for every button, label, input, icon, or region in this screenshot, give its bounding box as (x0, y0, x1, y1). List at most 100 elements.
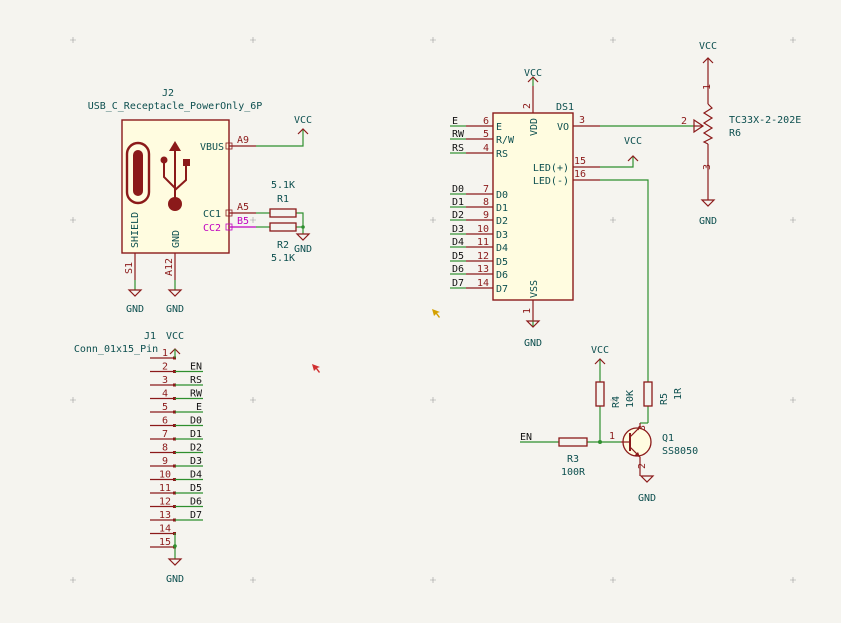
ds1-pin-ledp-name: LED(+) (533, 163, 569, 174)
j1-pin-num: 6 (162, 416, 168, 427)
r6-pin2-num: 2 (681, 116, 687, 127)
ds1-pin-name: D7 (496, 284, 508, 295)
ds1-pin-name: E (496, 122, 502, 133)
svg-text:VCC: VCC (294, 115, 312, 126)
ds1-pin-ledm-num: 16 (574, 169, 586, 180)
en-net-label: EN (520, 432, 532, 443)
vcc-symbol-j1: VCC (166, 331, 184, 358)
gnd-symbol-r6: GND (699, 199, 717, 227)
j2-pin-shield-name: SHIELD (130, 212, 141, 248)
gnd-symbol-j1: GND (166, 533, 184, 585)
j1-pin-num: 15 (159, 537, 171, 548)
j1-net-label: D3 (190, 456, 202, 467)
svg-text:GND: GND (524, 338, 542, 349)
r3-ref: R3 (567, 454, 579, 465)
cursor-marker-icon (432, 309, 440, 318)
vcc-symbol-j2: VCC (294, 115, 312, 135)
gnd-symbol-q1: GND (638, 475, 656, 504)
ds1-body (492, 112, 574, 301)
ds1-net-label: E (452, 116, 458, 127)
r5-ref: R5 (659, 393, 670, 405)
j1-pin-end (173, 505, 176, 508)
r1-ref: R1 (277, 194, 289, 205)
j2-pin-cc2-num: B5 (237, 216, 249, 227)
ds1-pin-ledp-num: 15 (574, 156, 586, 167)
j1-pin-num: 13 (159, 510, 171, 521)
ds1-pin-num: 7 (483, 184, 489, 195)
vcc-symbol-led: VCC (624, 136, 642, 162)
gnd-symbol-shield: GND (126, 289, 144, 315)
usb-c-connector-j2[interactable]: J2 USB_C_Receptacle_PowerOnly_6P VBUS CC… (88, 88, 263, 280)
j1-value: Conn_01x15_Pin (74, 344, 158, 355)
j1-pin-end (173, 410, 176, 414)
usb-c-receptacle-icon (125, 141, 151, 205)
potentiometer-r6[interactable]: 1 2 3 TC33X-2-202E R6 (681, 58, 801, 200)
j2-pin-vbus-name: VBUS (200, 142, 224, 153)
j1-net-label: RS (190, 375, 202, 386)
ds1-pin-vo-num: 3 (579, 115, 585, 126)
ds1-net-label: D2 (452, 210, 464, 221)
vcc-symbol-r6: VCC (699, 41, 717, 64)
j1-pin-end (173, 518, 176, 522)
resistor-r5[interactable]: R5 1R (643, 381, 684, 407)
ds1-net-label: RS (452, 143, 464, 154)
svg-text:VCC: VCC (166, 331, 184, 342)
j2-value: USB_C_Receptacle_PowerOnly_6P (88, 101, 263, 112)
j1-ref: J1 (144, 331, 156, 342)
ds1-pin-num: 8 (483, 197, 489, 208)
ds1-pin-name: D1 (496, 203, 508, 214)
npn-transistor-q1[interactable]: 1 2 3 Q1 SS8050 (609, 423, 698, 476)
ds1-pin-vdd-name: VDD (529, 118, 540, 136)
ds1-pin-name: D4 (496, 243, 508, 254)
svg-text:GND: GND (294, 244, 312, 255)
ds1-pin-vo-name: VO (557, 122, 569, 133)
resistor-r2[interactable]: R2 5.1K (269, 222, 297, 264)
r6-value: TC33X-2-202E (729, 115, 801, 126)
ds1-pin-num: 12 (477, 251, 489, 262)
svg-text:GND: GND (126, 304, 144, 315)
svg-text:VCC: VCC (624, 136, 642, 147)
ds1-net-label: D5 (452, 251, 464, 262)
j1-pin-num: 3 (162, 375, 168, 386)
q1-ref: Q1 (662, 433, 674, 444)
j1-pin-num: 5 (162, 402, 168, 413)
j2-pin-cc1-name: CC1 (203, 209, 221, 220)
j1-net-label: D4 (190, 470, 202, 481)
resistor-r1[interactable]: 5.1K R1 (269, 180, 297, 218)
j1-pin-num: 8 (162, 443, 168, 454)
cursor-marker-icon (312, 364, 320, 373)
j2-pin-cc2-name: CC2 (203, 223, 221, 234)
j1-pin-end (173, 437, 176, 441)
svg-text:VCC: VCC (524, 68, 542, 79)
ds1-pin-num: 6 (483, 116, 489, 127)
ds1-net-label: D4 (452, 237, 464, 248)
j1-pin-num: 11 (159, 483, 171, 494)
j1-pin-num: 4 (162, 389, 168, 400)
j1-net-label: EN (190, 362, 202, 373)
resistor-r4[interactable]: R4 10K (595, 381, 636, 408)
svg-text:GND: GND (166, 304, 184, 315)
j1-net-label: D5 (190, 483, 202, 494)
j2-pin-gnd-name: GND (171, 230, 182, 248)
j2-pin-vbus-num: A9 (237, 135, 249, 146)
r2-ref: R2 (277, 240, 289, 251)
j1-pin-num: 14 (159, 524, 171, 535)
gnd-symbol-ds1: GND (524, 320, 542, 349)
j1-pin-end (173, 370, 176, 373)
r2-value: 5.1K (271, 253, 295, 264)
j1-net-label: RW (190, 389, 203, 400)
ds1-pin-num: 5 (483, 129, 489, 140)
gnd-symbol-r1r2: GND (294, 225, 312, 255)
j1-pin-end (173, 478, 176, 481)
ds1-pin-name: D3 (496, 230, 508, 241)
usb-trident-icon (160, 141, 190, 211)
resistor-r3[interactable]: R3 100R (558, 437, 588, 478)
ds1-pin-vdd-num: 2 (522, 103, 533, 109)
ds1-pin-num: 4 (483, 143, 489, 154)
emitter-arrow-icon (634, 452, 640, 457)
q1-pin2-num: 2 (637, 463, 648, 469)
